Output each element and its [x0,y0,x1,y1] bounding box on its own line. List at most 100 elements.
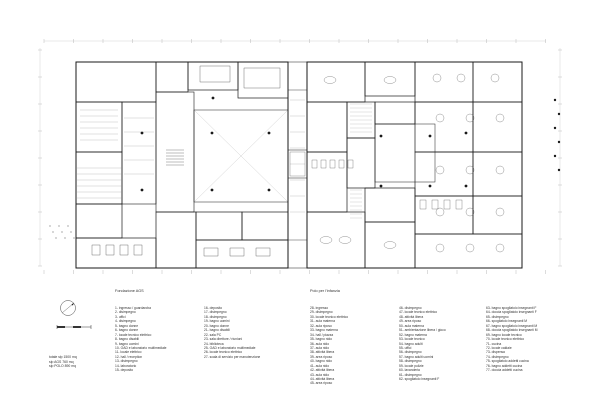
legend-entry: 52- bagno materna [399,332,427,337]
legend-entry: 11- locale elettrico [115,350,142,355]
room [346,137,376,189]
room [195,239,289,269]
legend-entry: 26- locale tecnico elettrico [204,350,243,355]
furniture [243,67,281,89]
landscape-dot [553,98,557,102]
legend-title-polo: Polo per l'infanzia [310,289,340,293]
legend-entry: 57- bagno adulti uomini [399,354,434,359]
landscape-dot [553,154,557,158]
room [75,151,123,205]
bed [320,159,327,169]
legend-entry: 40- bagno nido [310,359,332,364]
legend-entry: 19- bagno uomini [204,319,230,324]
table [383,241,397,249]
table [465,113,475,123]
structural-column [267,131,271,135]
legend-entry: 76- bagno addetti cucina [486,363,523,368]
room [75,61,157,103]
legend-entry: 41- aula nido [310,363,330,368]
room [374,101,416,125]
legend-entry: 72- locale caldaie [486,345,512,350]
area-polo: slp POLO 890 mq [49,364,76,369]
table [323,76,337,84]
legend-entry: 22- sala PC [204,332,222,337]
bed [347,159,354,169]
room [241,211,289,241]
landscape-dot [557,140,561,144]
area-total: totale slp 1500 mq [49,355,77,359]
table [495,165,505,175]
table [465,243,475,253]
corridor [155,91,195,213]
legend-entry: 23- sala direttore / riunioni [204,337,243,342]
structural-column [210,131,214,135]
legend-entry: 36- aula nido [310,341,330,346]
legend-entry: 47- locale tecnico elettrico [399,310,438,315]
room [155,211,197,269]
table [91,244,101,256]
building-polo-outline [306,61,523,269]
legend-entry: 30- locale tecnico elettrico [310,314,349,319]
legend-entry: 58- disimpegno [399,359,422,364]
landscape-dot [67,225,69,227]
room [364,187,416,223]
structural-column [464,184,468,188]
room [364,61,416,97]
landscape-dot [49,225,51,227]
legend-title-ags: Fondazione AGS [115,289,144,293]
legend-entry: 48- attività libera [399,314,424,319]
legend-entry: 64- doccia spogliatoio insegnanti F [486,310,537,315]
legend-entry: 43- aula nido [310,372,330,377]
landscape-dot [64,237,66,239]
structural-column [379,134,383,138]
legend-entry: 34- hall / piazza [310,332,334,337]
legend-entry: 8- bagno disabili [115,337,140,342]
courtyard-diagonal [193,109,289,203]
table [465,207,475,217]
legend-entry: 56- disimpegno [399,350,422,355]
legend-entry: 44- attività libera [310,377,335,381]
bed [311,159,318,169]
room [75,203,123,239]
north-arrow-icon [60,300,76,316]
room [75,237,157,269]
structural-column [428,134,432,138]
landscape-dot [553,126,557,130]
legend-entry: 14- laboratorio [115,363,137,368]
scale-bar-icon [56,325,92,329]
room [414,233,523,269]
bed [419,199,427,210]
legend-entry: 10- OAD e laboratorio multimediale [115,345,167,350]
legend-entry: 18- disimpegno [204,314,227,319]
legend-entry: 12- hall / reception [115,354,143,359]
legend-entry: 42- attività libera [310,368,335,373]
room [237,61,289,99]
table [432,73,442,83]
legend-entry: 35- bagno nido [310,337,332,342]
legend-entry: 37- aula nido [310,345,330,350]
landscape-dot [70,231,72,233]
legend-entry: 70- locale tecnico elettrico [486,337,525,342]
legend-entry: 77- doccia addetti cucina [486,368,523,373]
legend-entry: 32- aula riposo [310,323,332,328]
room [155,61,189,93]
structural-column [464,131,468,135]
legend-entry: 20- bagno donne [204,323,229,328]
legend-entry: 3- uffici [115,314,126,319]
room [306,101,348,153]
legend-entry: 4- disimpegno [115,319,136,324]
legend-entry: 69- bagno locale tecnico [486,332,522,337]
structural-column [379,184,383,188]
landscape-dot [61,231,63,233]
structural-column [140,131,144,135]
table [229,247,245,257]
bed [455,199,463,210]
connector [287,89,308,241]
room [121,101,157,205]
legend-entry: 1- ingresso / guardaroba [115,306,151,310]
table [435,113,445,123]
bed [338,159,345,169]
